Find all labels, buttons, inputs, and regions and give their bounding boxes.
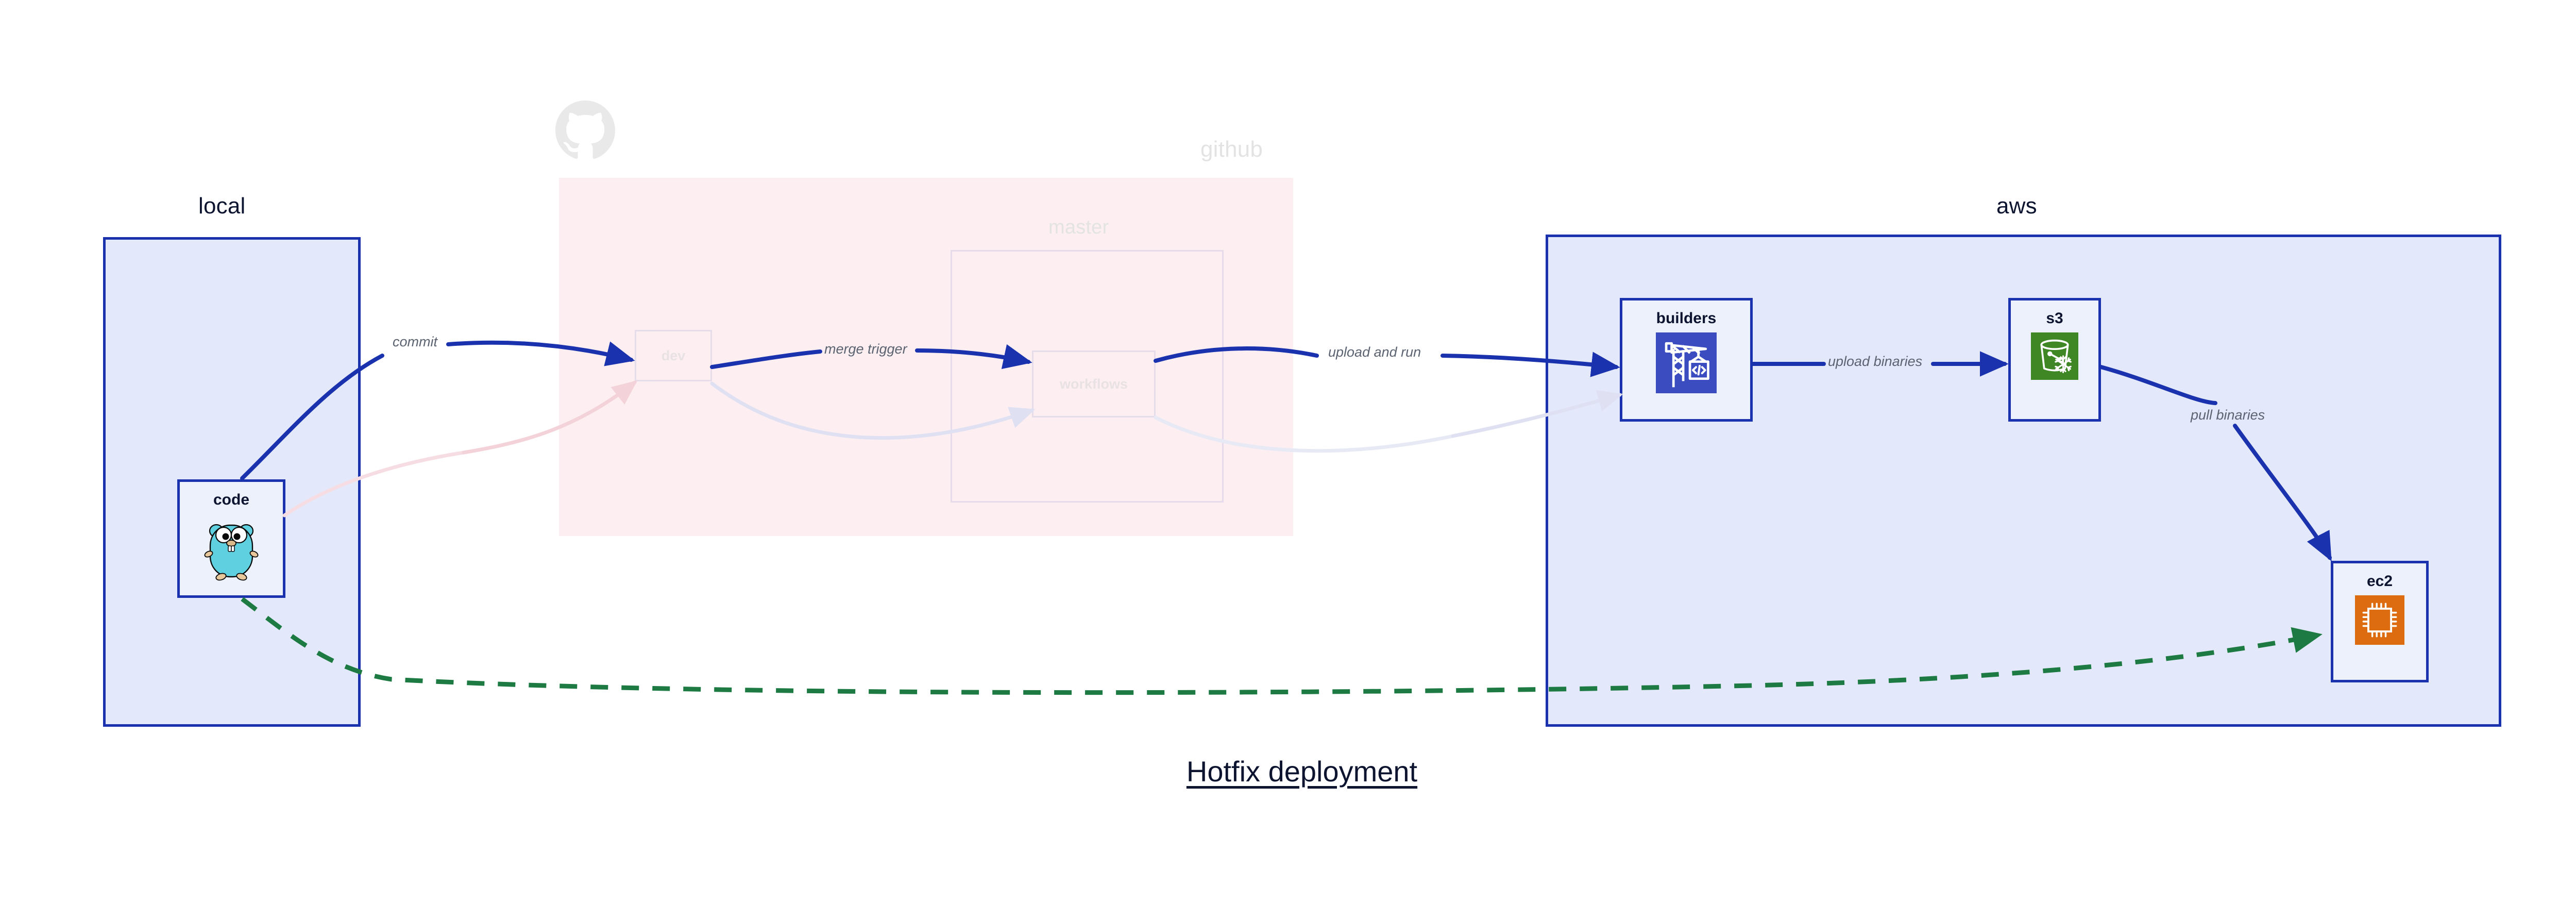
cluster-title-master: master xyxy=(1048,216,1109,238)
node-code[interactable]: code xyxy=(177,479,285,598)
aws-codebuild-crane-icon xyxy=(1656,332,1717,393)
edge-label-merge-trigger: merge trigger xyxy=(824,341,907,357)
github-octocat-icon xyxy=(555,101,615,159)
diagram-title: Hotfix deployment xyxy=(1186,755,1418,788)
node-ec2-label: ec2 xyxy=(2366,573,2393,590)
edge-label-pull-binaries: pull binaries xyxy=(2191,407,2265,423)
cluster-title-local: local xyxy=(198,193,246,219)
node-workflows[interactable]: workflows xyxy=(1032,350,1156,417)
node-s3-label: s3 xyxy=(2046,310,2063,327)
cluster-title-aws: aws xyxy=(1996,193,2037,219)
node-ec2[interactable]: ec2 xyxy=(2331,561,2429,682)
node-dev[interactable]: dev xyxy=(635,330,712,381)
node-code-label: code xyxy=(213,491,250,508)
node-builders-label: builders xyxy=(1656,310,1717,327)
node-workflows-label: workflows xyxy=(1059,376,1128,392)
node-builders[interactable]: builders xyxy=(1620,298,1753,422)
cluster-title-github: github xyxy=(1200,137,1263,162)
cluster-master xyxy=(951,250,1224,503)
node-s3[interactable]: s3 xyxy=(2008,298,2101,422)
edge-label-commit: commit xyxy=(393,334,437,349)
edge-label-upload-binaries: upload binaries xyxy=(1828,354,1923,369)
aws-s3-bucket-snowflake-icon xyxy=(2031,332,2078,380)
edge-label-upload-and-run: upload and run xyxy=(1328,344,1421,360)
aws-ec2-chip-icon xyxy=(2355,595,2404,645)
go-gopher-icon xyxy=(204,524,259,581)
node-dev-label: dev xyxy=(661,347,686,363)
